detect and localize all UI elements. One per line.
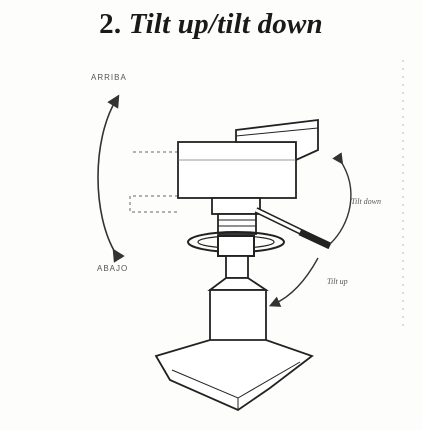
- figure-title-number: 2.: [99, 8, 122, 40]
- pedestal-base: [154, 339, 314, 412]
- label-arriba: ARRIBA: [91, 73, 127, 82]
- vertical-tilt-arrow: [97, 94, 125, 263]
- label-tilt-up: Tilt up: [327, 277, 348, 286]
- figure-title-text: Tilt up/tilt down: [128, 8, 323, 40]
- pan-handle: [254, 207, 332, 250]
- locking-ring: [187, 231, 285, 257]
- label-abajo: ABAJO: [97, 264, 129, 273]
- figure-title: 2. Tilt up/tilt down: [0, 8, 422, 41]
- tilt-head: [211, 197, 261, 235]
- tilt-guide-lines: [129, 151, 178, 213]
- label-tilt-down: Tilt down: [351, 197, 382, 206]
- right-tilt-arrow: [268, 152, 352, 307]
- camera-body: [177, 118, 319, 199]
